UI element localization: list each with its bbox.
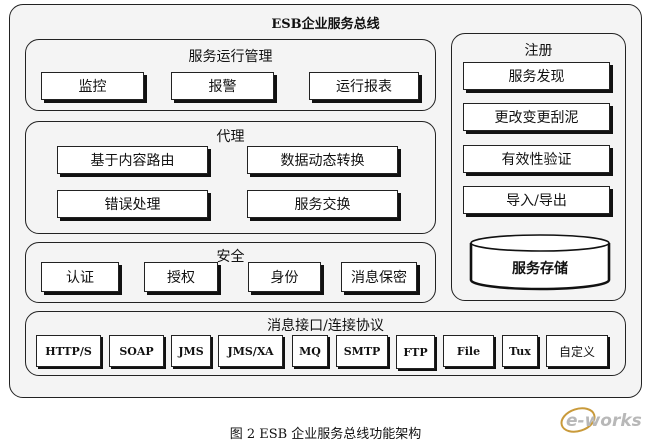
alarm-box: 报警 <box>171 72 274 100</box>
protocol-jms: JMS <box>171 335 211 367</box>
service-management-title: 服务运行管理 <box>188 49 273 65</box>
protocol-tux: Tux <box>502 335 538 367</box>
data-transform-box: 数据动态转换 <box>247 146 398 174</box>
proxy-title: 代理 <box>216 129 245 145</box>
e-works-logo-text: e-works <box>566 411 642 431</box>
protocol-mq: MQ <box>292 335 328 367</box>
content-routing-box: 基于内容路由 <box>57 146 208 174</box>
security-title: 安全 <box>216 249 245 265</box>
message-encryption-box: 消息保密 <box>341 262 417 292</box>
change-management-box: 更改变更刮泥 <box>463 103 610 131</box>
import-export-box: 导入/导出 <box>463 186 610 214</box>
e-works-logo: e-works <box>560 407 642 433</box>
protocol-soap: SOAP <box>109 335 164 367</box>
error-handling-box: 错误处理 <box>57 190 208 218</box>
protocol-smtp: SMTP <box>336 335 388 367</box>
authentication-box: 认证 <box>41 262 119 292</box>
registry-title: 注册 <box>524 43 553 59</box>
protocol-file: File <box>443 335 494 367</box>
validation-box: 有效性验证 <box>463 145 610 173</box>
identity-box: 身份 <box>248 262 321 292</box>
protocol-jms-xa: JMS/XA <box>218 335 283 367</box>
protocols-title: 消息接口/连接协议 <box>267 318 384 334</box>
authorization-box: 授权 <box>144 262 218 292</box>
monitor-box: 监控 <box>41 72 144 100</box>
service-storage-cylinder: 服务存储 <box>469 234 611 291</box>
protocol-ftp: FTP <box>396 335 435 369</box>
esb-title: ESB企业服务总线 <box>271 17 380 32</box>
run-report-box: 运行报表 <box>309 72 419 100</box>
figure-caption: 图 2 ESB 企业服务总线功能架构 <box>229 427 422 442</box>
service-discovery-box: 服务发现 <box>463 62 610 90</box>
protocol-http: HTTP/S <box>36 335 101 367</box>
service-exchange-box: 服务交换 <box>247 190 398 218</box>
service-storage-label: 服务存储 <box>512 260 568 277</box>
protocol-custom: 自定义 <box>546 335 608 367</box>
